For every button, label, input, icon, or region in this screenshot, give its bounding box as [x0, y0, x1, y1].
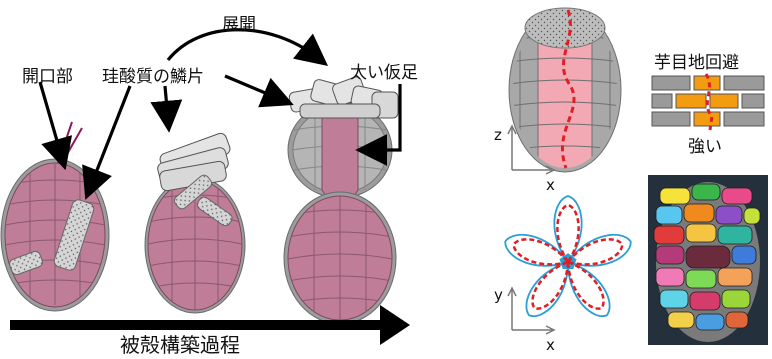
scale-pointer-arrow-3 — [225, 76, 282, 100]
brick-avoid-label: 芋目地回避 — [654, 53, 739, 73]
stage3-cell — [284, 76, 398, 324]
scale-pointer-arrow-1 — [90, 86, 130, 188]
silica-scales-label: 珪酸質の鱗片 — [102, 67, 204, 87]
shell-model-top — [509, 5, 621, 175]
stage2-cell — [145, 132, 245, 313]
stage1-cell — [1, 122, 109, 311]
colored-render — [648, 175, 768, 345]
scale-pointer-arrow-2 — [165, 86, 168, 120]
opening-pointer-arrow — [40, 82, 62, 158]
strong-label: 強い — [688, 137, 722, 157]
axis-bottom-horizontal: x — [546, 336, 555, 354]
axis-top-vertical: z — [494, 126, 502, 144]
axis-top-horizontal: x — [546, 176, 555, 194]
cross-section-flower — [501, 196, 635, 323]
expand-label: 展開 — [222, 15, 256, 35]
thick-pseudopod-label: 太い仮足 — [350, 63, 418, 83]
process-label: 被殻構築過程 — [120, 333, 240, 355]
axis-bottom-vertical: y — [494, 286, 503, 304]
opening-label: 開口部 — [22, 67, 73, 87]
